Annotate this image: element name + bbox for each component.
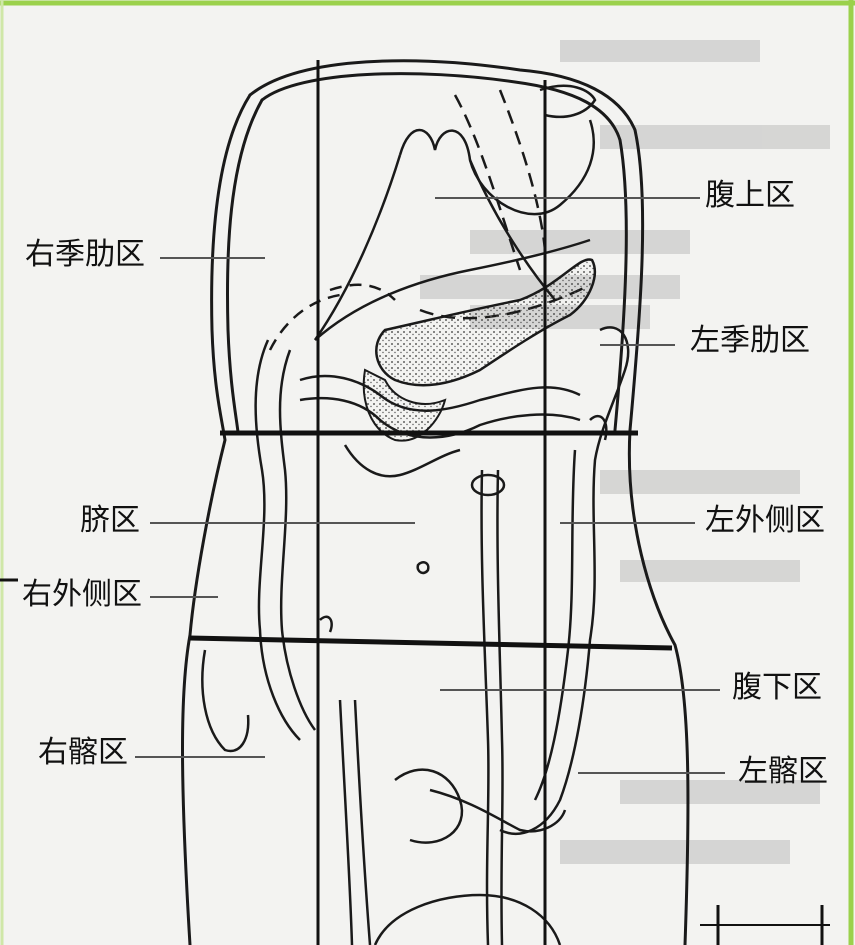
label-hypogastric: 腹下区 xyxy=(732,673,822,703)
label-left-hypochondriac: 左季肋区 xyxy=(690,326,810,356)
label-right-hypochondriac: 右季肋区 xyxy=(25,240,145,270)
label-umbilical: 脐区 xyxy=(80,506,140,536)
label-epigastric: 腹上区 xyxy=(705,181,795,211)
label-right-iliac: 右髂区 xyxy=(38,738,128,768)
label-left-iliac: 左髂区 xyxy=(738,757,828,787)
label-left-lateral: 左外侧区 xyxy=(705,506,825,536)
label-right-lateral: 右外侧区 xyxy=(22,580,142,610)
